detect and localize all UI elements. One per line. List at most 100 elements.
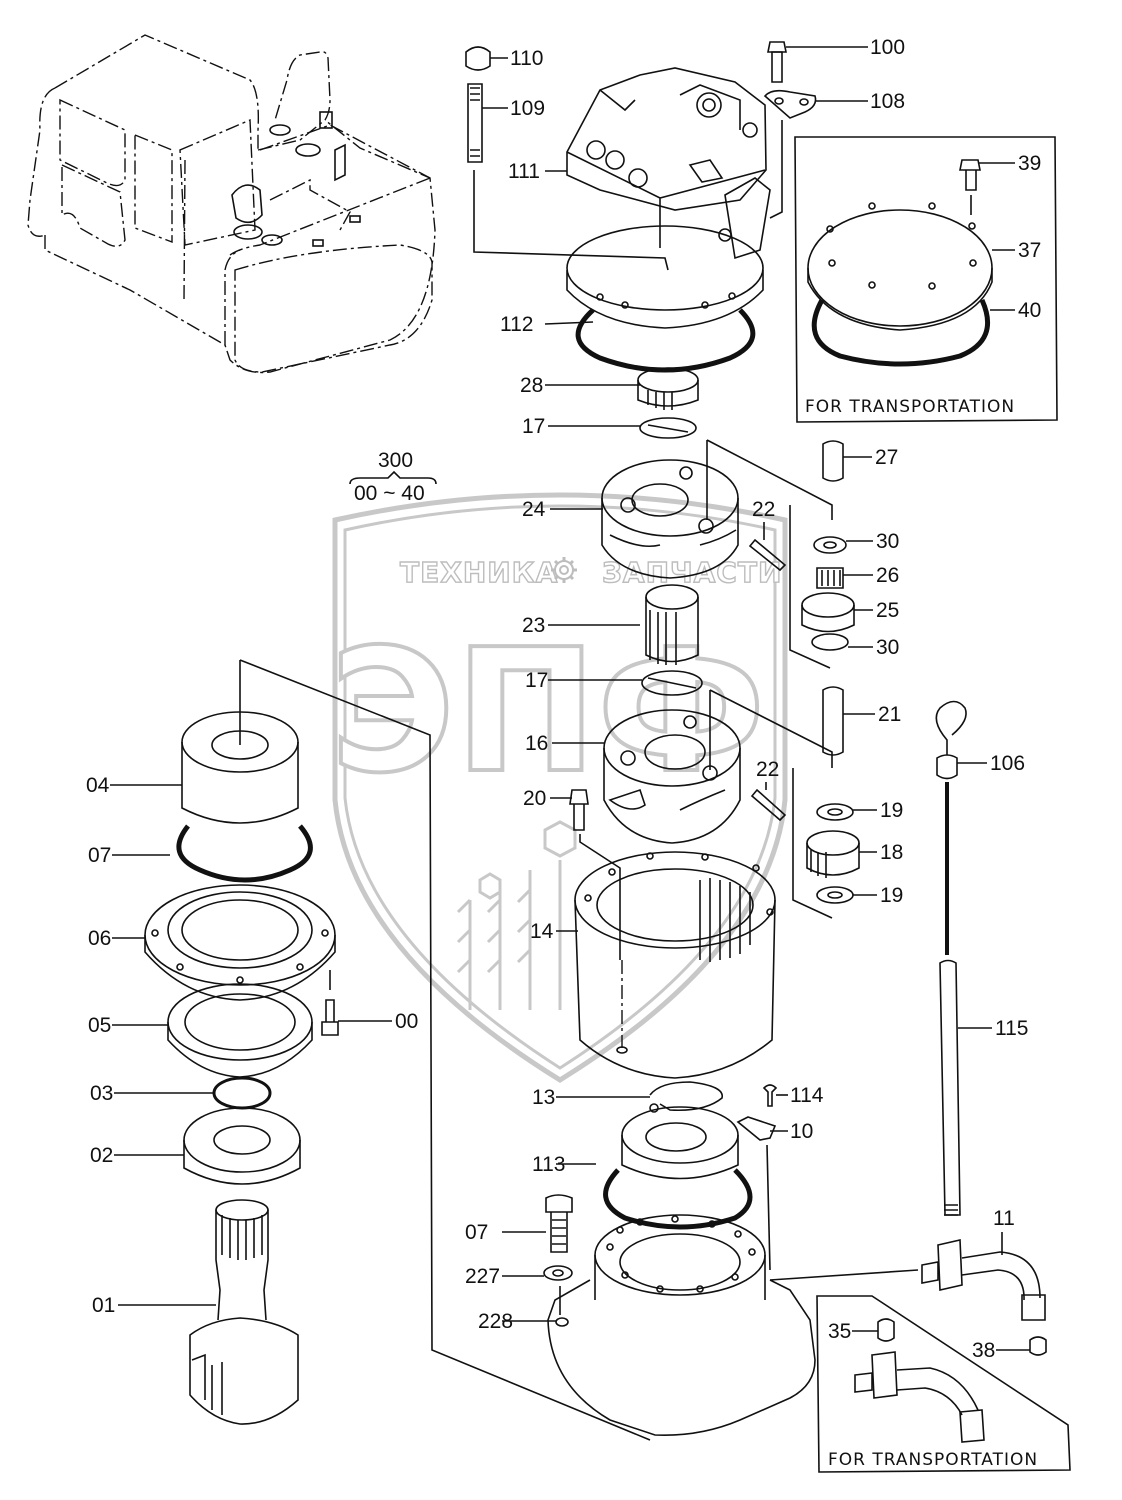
callout-110: 110 <box>490 47 543 70</box>
part-18-planetary-gear <box>806 830 860 856</box>
callout-00: 00 <box>338 1010 418 1033</box>
callout-number: 110 <box>510 47 543 70</box>
part-30-thrust-washer-lower <box>811 633 849 651</box>
callout-number: 30 <box>876 636 899 659</box>
inset-frame <box>794 136 1058 423</box>
part-21-shaft <box>822 686 844 756</box>
part-14-ring-gear <box>574 851 776 1079</box>
part-19-thrust-washer-upper <box>816 803 854 821</box>
callout-number: 106 <box>990 752 1025 775</box>
callout-number: 19 <box>880 799 903 822</box>
callout-19: 19 <box>853 884 903 907</box>
callout-113: 113 <box>532 1153 596 1176</box>
callout-number: 17 <box>522 415 545 438</box>
part-106-gauge-handle <box>935 700 967 755</box>
callout-39: 39 <box>978 152 1041 175</box>
callout-22: 22 <box>756 758 779 790</box>
part-110-cap <box>465 46 491 71</box>
housing-group <box>543 1081 919 1437</box>
planetary-stage-1 <box>601 367 855 696</box>
part-17-thrust-plate-upper <box>639 417 697 439</box>
watermark-wheat-icon <box>456 820 577 1010</box>
callout-leader <box>544 321 594 325</box>
part-227-bolt <box>545 1194 573 1253</box>
callout-17: 17 <box>522 415 640 438</box>
callout-115: 115 <box>958 1017 1028 1040</box>
callout-38: 38 <box>972 1339 1030 1362</box>
part-40-o-ring <box>811 298 991 367</box>
part-01-shaft <box>215 1199 269 1221</box>
callout-111: 111 <box>508 160 567 183</box>
inset-transport-pipe: FOR TRANSPORTATION <box>816 1295 1071 1473</box>
part-36-plug <box>1029 1336 1047 1356</box>
part-26-needle-bearing <box>816 567 844 589</box>
part-39-bolt <box>959 159 981 215</box>
callout-number: 227 <box>465 1265 500 1288</box>
callout-number: 02 <box>90 1144 113 1167</box>
callout-number: 114 <box>790 1084 824 1107</box>
callout-number: 113 <box>532 1153 565 1176</box>
callout-number: 28 <box>520 374 543 397</box>
part-07-o-ring-left <box>176 824 313 883</box>
part-106-level-gauge <box>936 754 958 780</box>
callout-23: 23 <box>522 614 640 637</box>
callout-05: 05 <box>88 1014 168 1037</box>
part-17-thrust-plate-lower <box>641 670 703 696</box>
shaft-stack <box>144 659 651 1441</box>
callout-114: 114 <box>776 1084 824 1107</box>
part-25-planetary-gear <box>801 592 855 618</box>
part-27-shaft <box>822 440 844 482</box>
assembly-number: 300 <box>378 449 413 472</box>
callout-number: 26 <box>876 564 899 587</box>
callout-number: 22 <box>756 758 779 781</box>
callout-22: 22 <box>752 498 775 540</box>
watermark-shield-outline <box>332 492 788 1083</box>
part-113-plate <box>736 1116 777 1141</box>
part-07-o-ring-bottom <box>603 1168 753 1230</box>
callout-27: 27 <box>843 446 898 469</box>
callout-number: 03 <box>90 1082 113 1105</box>
part-108-plate <box>763 89 817 119</box>
callout-number: 01 <box>92 1294 115 1317</box>
callout-02: 02 <box>90 1144 184 1167</box>
callout-number: 21 <box>878 703 901 726</box>
callout-18: 18 <box>859 841 903 864</box>
callout-number: 07 <box>465 1221 488 1244</box>
part-115-pipe <box>939 959 961 1216</box>
callout-number: 13 <box>532 1086 555 1109</box>
excavator-overview <box>27 34 436 374</box>
callout-16: 16 <box>525 732 604 755</box>
callout-number: 07 <box>88 844 111 867</box>
callout-106: 106 <box>957 752 1025 775</box>
callout-number: 38 <box>972 1339 995 1362</box>
callout-26: 26 <box>843 564 899 587</box>
part-03-o-ring <box>212 1076 272 1110</box>
callout-03: 03 <box>90 1082 214 1105</box>
callout-number: 27 <box>875 446 898 469</box>
part-00-bolt <box>321 999 339 1036</box>
callout-112: 112 <box>500 313 594 336</box>
callout-number: 04 <box>86 774 110 797</box>
watermark-shield-inner <box>343 504 777 1070</box>
callout-number: 30 <box>876 530 899 553</box>
part-10-roller-bearing <box>621 1106 739 1164</box>
callout-30: 30 <box>848 636 899 659</box>
callout-number: 109 <box>510 97 545 120</box>
part-112-o-ring <box>575 308 756 373</box>
callout-07: 07 <box>465 1221 546 1244</box>
callout-number: 14 <box>530 920 554 943</box>
gear-icon <box>551 557 577 583</box>
callout-07: 07 <box>88 844 170 867</box>
inset-top-caption: FOR TRANSPORTATION <box>805 397 1015 417</box>
callout-30: 30 <box>846 530 899 553</box>
callout-14: 14 <box>530 920 578 943</box>
watermark: ЭПФ ТЕХНИКА ЗАПЧАСТИ <box>328 492 788 1083</box>
callout-number: 06 <box>88 927 111 950</box>
callout-number: 39 <box>1018 152 1041 175</box>
callout-109: 109 <box>482 97 545 120</box>
part-114-screw <box>762 1084 778 1107</box>
callout-number: 10 <box>790 1120 813 1143</box>
part-05-oil-seal <box>167 983 313 1061</box>
callout-number: 20 <box>523 787 546 810</box>
